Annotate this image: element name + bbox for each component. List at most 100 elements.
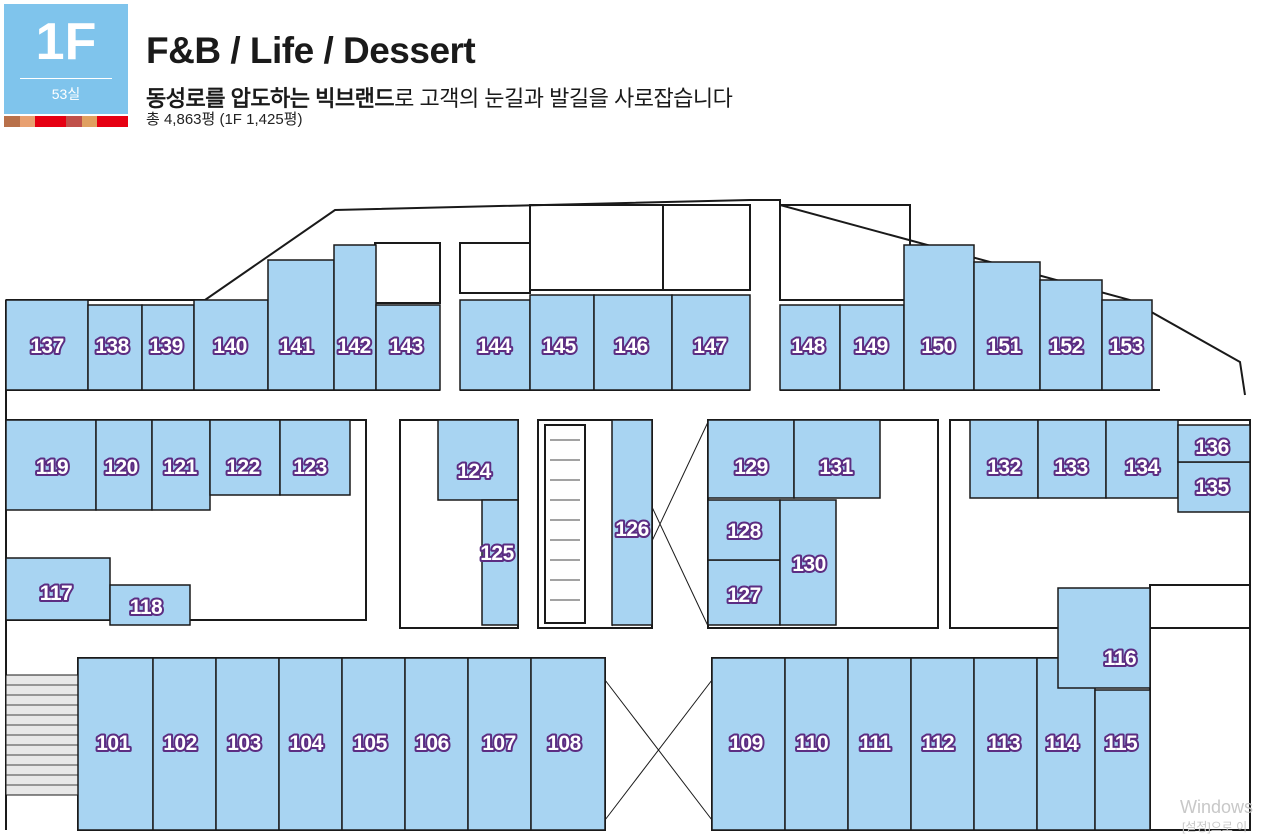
unit-label-133: 133	[1054, 456, 1088, 479]
color-strip-segment	[112, 116, 128, 127]
unit-148[interactable]	[779, 304, 841, 391]
unit-label-130: 130	[792, 553, 826, 576]
unit-107[interactable]	[467, 657, 532, 831]
unit-label-134: 134	[1125, 456, 1159, 479]
unit-label-116: 116	[1104, 647, 1136, 670]
unit-label-147: 147	[693, 335, 727, 358]
unit-103[interactable]	[215, 657, 280, 831]
unit-label-101: 101	[96, 732, 130, 755]
unit-146[interactable]	[593, 294, 673, 391]
unit-110[interactable]	[784, 657, 849, 831]
unit-label-113: 113	[988, 732, 1020, 755]
unit-153[interactable]	[1101, 299, 1153, 391]
unit-102[interactable]	[152, 657, 217, 831]
unit-108[interactable]	[530, 657, 606, 831]
unit-label-146: 146	[614, 335, 648, 358]
unit-115[interactable]	[1094, 689, 1151, 831]
unit-118[interactable]	[109, 584, 191, 626]
unit-label-142: 142	[337, 335, 371, 358]
unit-125[interactable]	[481, 499, 519, 626]
subtitle-rest: 로 고객의 눈길과 발길을 사로잡습니다	[394, 86, 733, 111]
unit-label-135: 135	[1195, 476, 1229, 499]
unit-label-144: 144	[477, 335, 511, 358]
unit-label-128: 128	[727, 520, 761, 543]
unit-label-107: 107	[482, 732, 516, 755]
unit-124[interactable]	[437, 419, 519, 501]
unit-135[interactable]	[1177, 461, 1251, 513]
unit-label-129: 129	[734, 456, 768, 479]
unit-142[interactable]	[333, 244, 377, 391]
unit-label-141: 141	[279, 335, 313, 358]
unit-label-114: 114	[1046, 732, 1079, 755]
color-strip-segment	[4, 116, 20, 127]
unit-101[interactable]	[77, 657, 154, 831]
unit-label-122: 122	[226, 456, 260, 479]
floor-badge: 1F 53실	[4, 4, 128, 114]
total-area: 총 4,863평 (1F 1,425평)	[146, 111, 303, 128]
unit-label-150: 150	[921, 335, 955, 358]
unit-143[interactable]	[375, 304, 441, 391]
page-subtitle: 동성로를 압도하는 빅브랜드로 고객의 눈길과 발길을 사로잡습니다	[146, 81, 733, 113]
color-strip-segment	[19, 116, 35, 127]
unit-label-103: 103	[227, 732, 261, 755]
unit-label-109: 109	[729, 732, 763, 755]
unit-label-137: 137	[30, 335, 64, 358]
unit-127[interactable]	[707, 559, 781, 626]
unit-139[interactable]	[141, 304, 195, 391]
unit-119[interactable]	[5, 419, 97, 511]
unit-count: 53실	[51, 86, 81, 102]
page-title: F&B / Life / Dessert	[146, 30, 476, 71]
unit-152[interactable]	[1039, 279, 1103, 391]
unit-147[interactable]	[671, 294, 751, 391]
watermark-line2: [설정]으로 이	[1182, 820, 1248, 834]
badge-divider	[20, 78, 112, 79]
unit-label-140: 140	[213, 335, 247, 358]
unit-label-112: 112	[922, 732, 954, 755]
unit-label-115: 115	[1105, 732, 1138, 755]
unit-label-110: 110	[796, 732, 828, 755]
unit-120[interactable]	[95, 419, 153, 511]
unit-113[interactable]	[973, 657, 1038, 831]
unit-label-118: 118	[130, 596, 163, 619]
unit-136[interactable]	[1177, 424, 1251, 463]
unit-label-149: 149	[854, 335, 888, 358]
unit-134[interactable]	[1105, 419, 1179, 499]
unit-109[interactable]	[711, 657, 786, 831]
unit-111[interactable]	[847, 657, 912, 831]
unit-label-120: 120	[104, 456, 138, 479]
unit-label-105: 105	[353, 732, 387, 755]
color-strip-segment	[66, 116, 82, 127]
unit-label-145: 145	[542, 335, 576, 358]
color-strip-segment	[97, 116, 113, 127]
unit-123[interactable]	[279, 419, 351, 496]
unit-label-125: 125	[480, 542, 514, 565]
unit-132[interactable]	[969, 419, 1039, 499]
unit-label-139: 139	[149, 335, 183, 358]
unit-label-119: 119	[36, 456, 68, 479]
unit-133[interactable]	[1037, 419, 1107, 499]
unit-117[interactable]	[5, 557, 111, 621]
unit-129[interactable]	[707, 419, 795, 499]
unit-label-102: 102	[163, 732, 197, 755]
unit-128[interactable]	[707, 499, 781, 561]
unit-116[interactable]	[1057, 587, 1151, 689]
unit-label-121: 121	[163, 456, 197, 479]
unit-131[interactable]	[793, 419, 881, 499]
unit-label-104: 104	[289, 732, 323, 755]
unit-141[interactable]	[267, 259, 335, 391]
unit-137[interactable]	[5, 299, 89, 391]
unit-150[interactable]	[903, 244, 975, 391]
unit-label-151: 151	[987, 335, 1021, 358]
unit-149[interactable]	[839, 304, 905, 391]
unit-121[interactable]	[151, 419, 211, 511]
unit-140[interactable]	[193, 299, 269, 391]
unit-126[interactable]	[611, 419, 653, 626]
color-strip-segment	[50, 116, 66, 127]
unit-144[interactable]	[459, 299, 531, 391]
unit-130[interactable]	[779, 499, 837, 626]
unit-label-152: 152	[1049, 335, 1083, 358]
unit-151[interactable]	[973, 261, 1041, 391]
unit-label-111: 111	[859, 732, 891, 755]
unit-label-123: 123	[293, 456, 327, 479]
